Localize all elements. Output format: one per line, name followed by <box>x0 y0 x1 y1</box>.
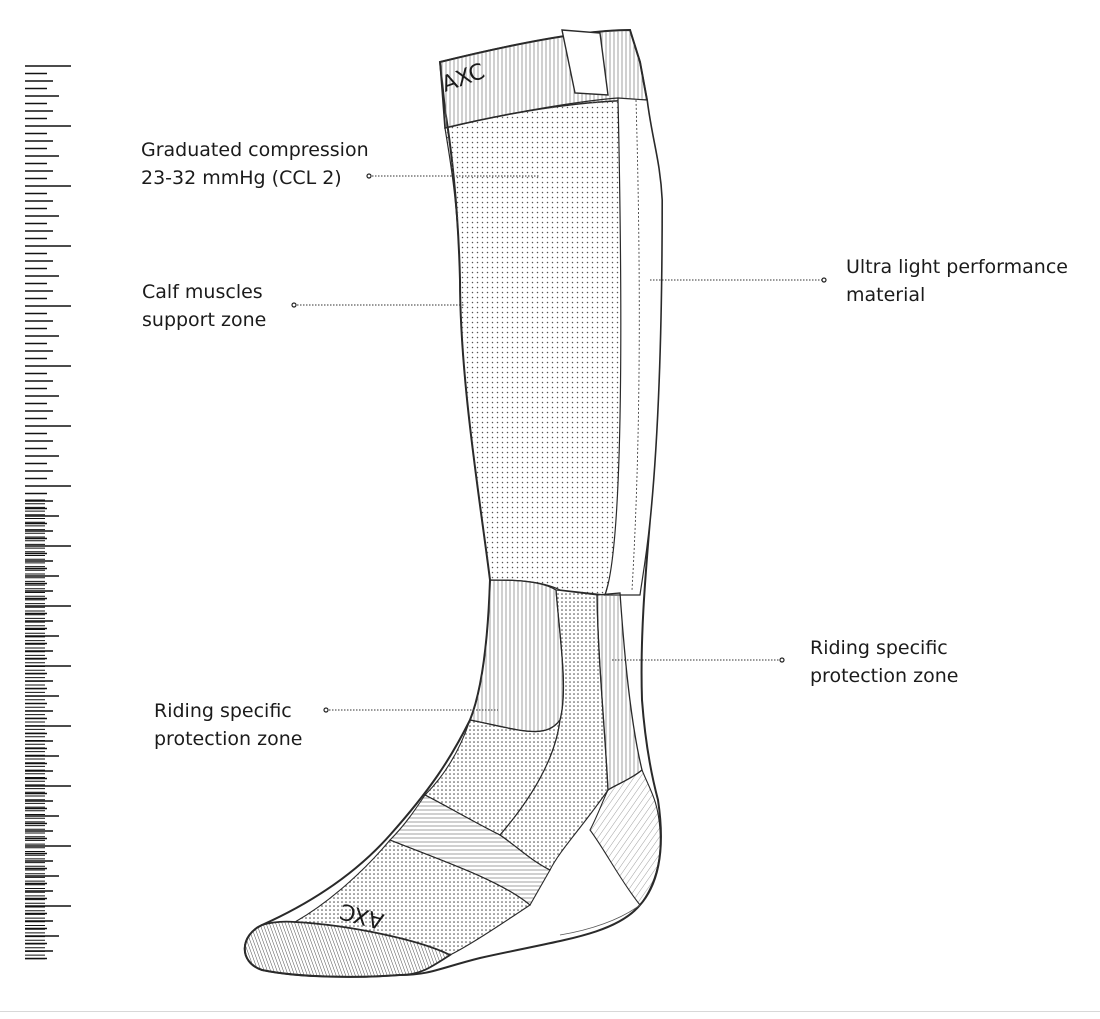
callout-material: Ultra light performance material <box>846 253 1068 309</box>
bottom-divider <box>0 1011 1100 1012</box>
callout-protection-left: Riding specific protection zone <box>154 697 302 753</box>
protection-zone-left <box>469 579 565 733</box>
callout-protection-left-line1: Riding specific <box>154 700 292 722</box>
callout-protection-left-line2: protection zone <box>154 728 303 750</box>
measurement-ruler <box>25 65 71 960</box>
callout-leaders <box>294 175 824 711</box>
compression-zone <box>444 97 623 596</box>
callout-dots <box>291 173 827 713</box>
callout-calf-line1: Calf muscles <box>142 281 263 303</box>
callout-calf-line2: support zone <box>142 309 267 331</box>
callout-material-line1: Ultra light performance <box>846 256 1068 278</box>
callout-protection-right-line1: Riding specific <box>810 637 948 659</box>
cuff-stripe <box>561 29 609 96</box>
callout-compression-line1: Graduated compression <box>141 139 369 161</box>
toe-cap <box>243 920 452 978</box>
callout-protection-right-line2: protection zone <box>810 665 959 687</box>
callout-material-line2: material <box>846 284 926 306</box>
material-panel <box>604 97 663 596</box>
callout-protection-right: Riding specific protection zone <box>810 634 958 690</box>
midfoot-zone <box>424 718 561 836</box>
heel-zone <box>589 769 661 906</box>
callout-calf: Calf muscles support zone <box>142 278 266 334</box>
callout-compression-line2: 23-32 mmHg (CCL 2) <box>141 167 342 189</box>
callout-compression: Graduated compression 23-32 mmHg (CCL 2) <box>141 136 369 192</box>
